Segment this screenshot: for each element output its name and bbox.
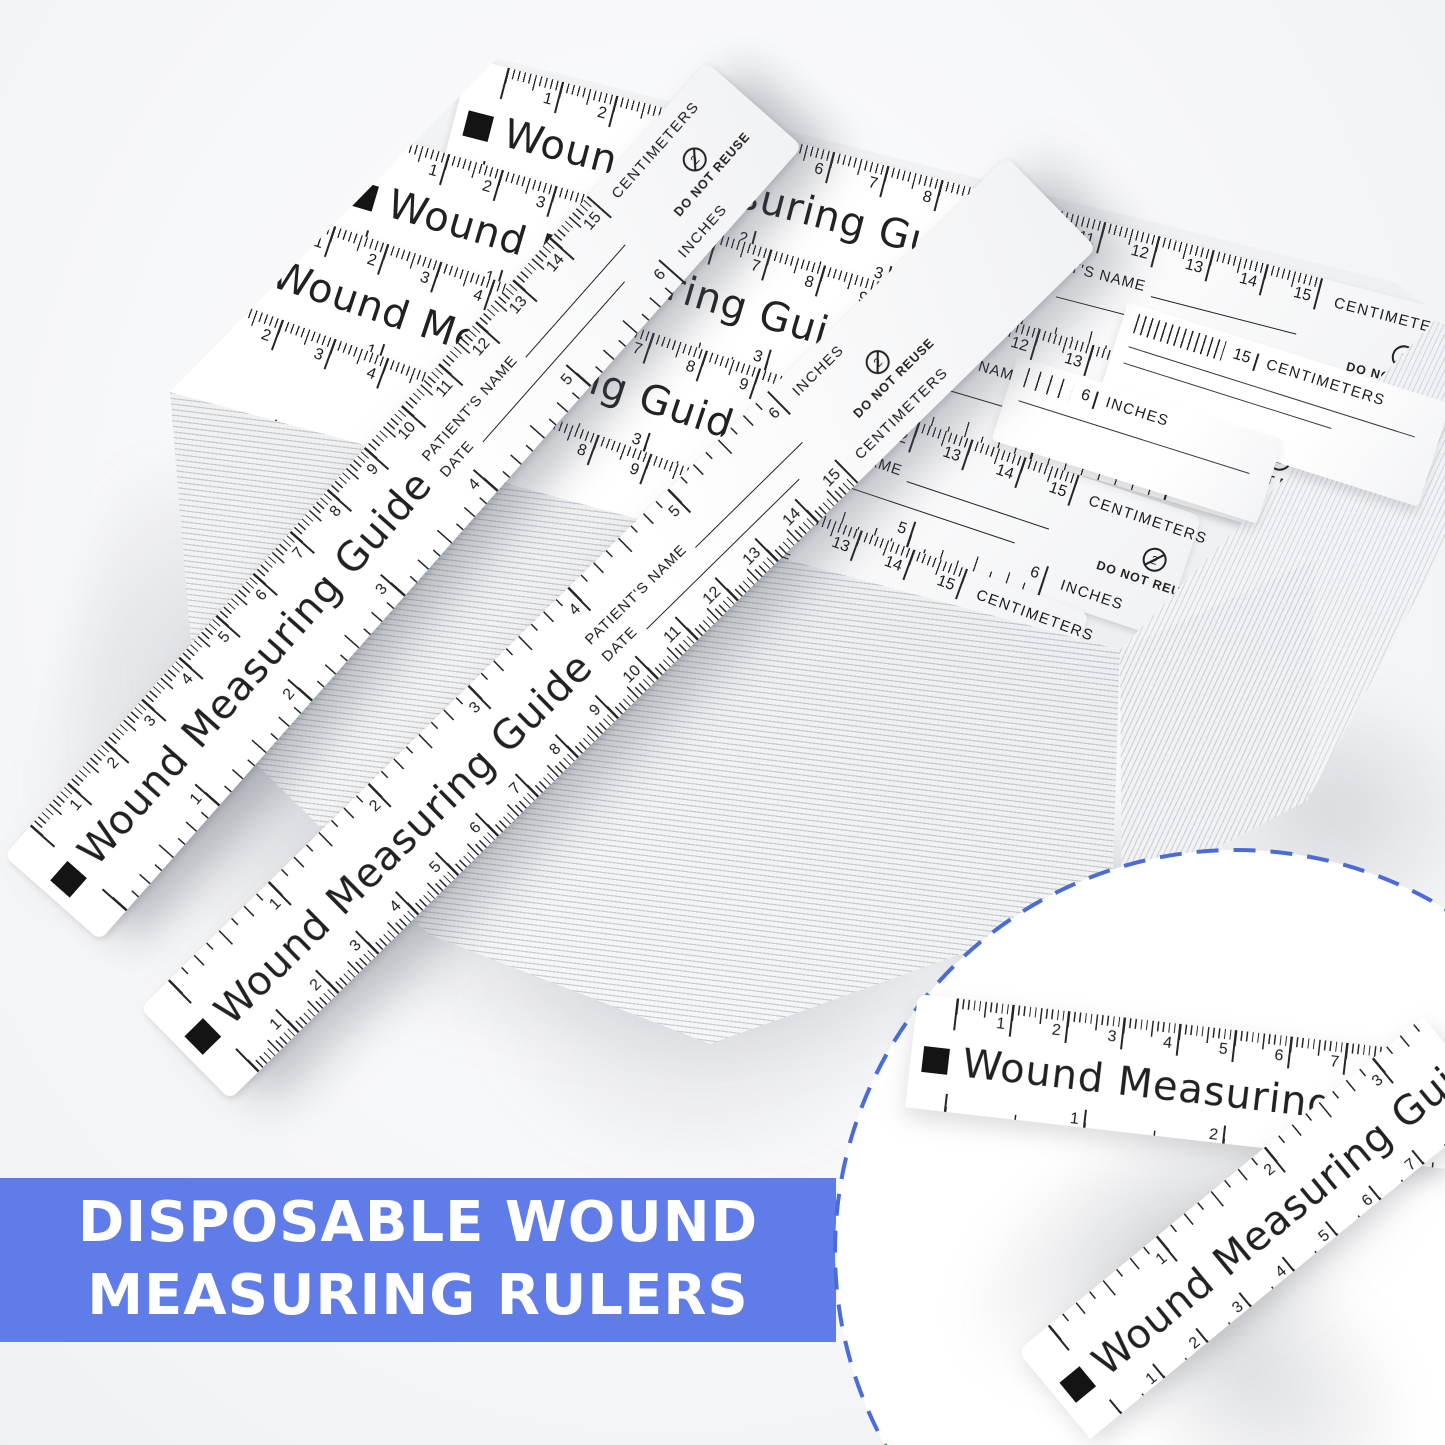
do-not-reuse-icon: 2	[865, 349, 890, 374]
black-end-marker	[230, 248, 264, 282]
black-end-marker	[462, 110, 495, 143]
do-not-reuse-icon: 2	[1143, 547, 1168, 572]
ruler-center-band: Wound Measuring Guide PATIENT'S NAME DAT…	[214, 228, 1201, 605]
ruler-center-band: Wound Measuring Guide PATIENT'S NAME DAT…	[164, 181, 1073, 1075]
banner-line-2: MEASURING RULERS	[87, 1263, 749, 1328]
black-end-marker	[50, 860, 87, 898]
cm-end-number: 15	[1230, 345, 1260, 372]
promo-banner: DISPOSABLE WOUND MEASURING RULERS	[0, 1178, 836, 1342]
inch-tick-marks	[1022, 367, 1075, 402]
banner-line-1: DISPOSABLE WOUND	[77, 1190, 759, 1256]
do-not-reuse-mark: 2 DO NOT REUSE	[1095, 530, 1210, 605]
black-end-marker	[346, 179, 379, 212]
black-end-marker	[921, 1046, 950, 1075]
inch-end-number: 6	[1078, 386, 1099, 410]
black-end-marker	[184, 1018, 222, 1055]
do-not-reuse-mark: 2 DO NOT REUSE	[830, 315, 937, 420]
black-end-marker	[1059, 1366, 1097, 1403]
do-not-reuse-icon: 2	[682, 146, 707, 171]
ruler-center-band: Wound Measuring Guide PATIENT'S NAME DAT…	[30, 84, 777, 918]
do-not-reuse-mark: 2 DO NOT REUSE	[649, 110, 752, 219]
